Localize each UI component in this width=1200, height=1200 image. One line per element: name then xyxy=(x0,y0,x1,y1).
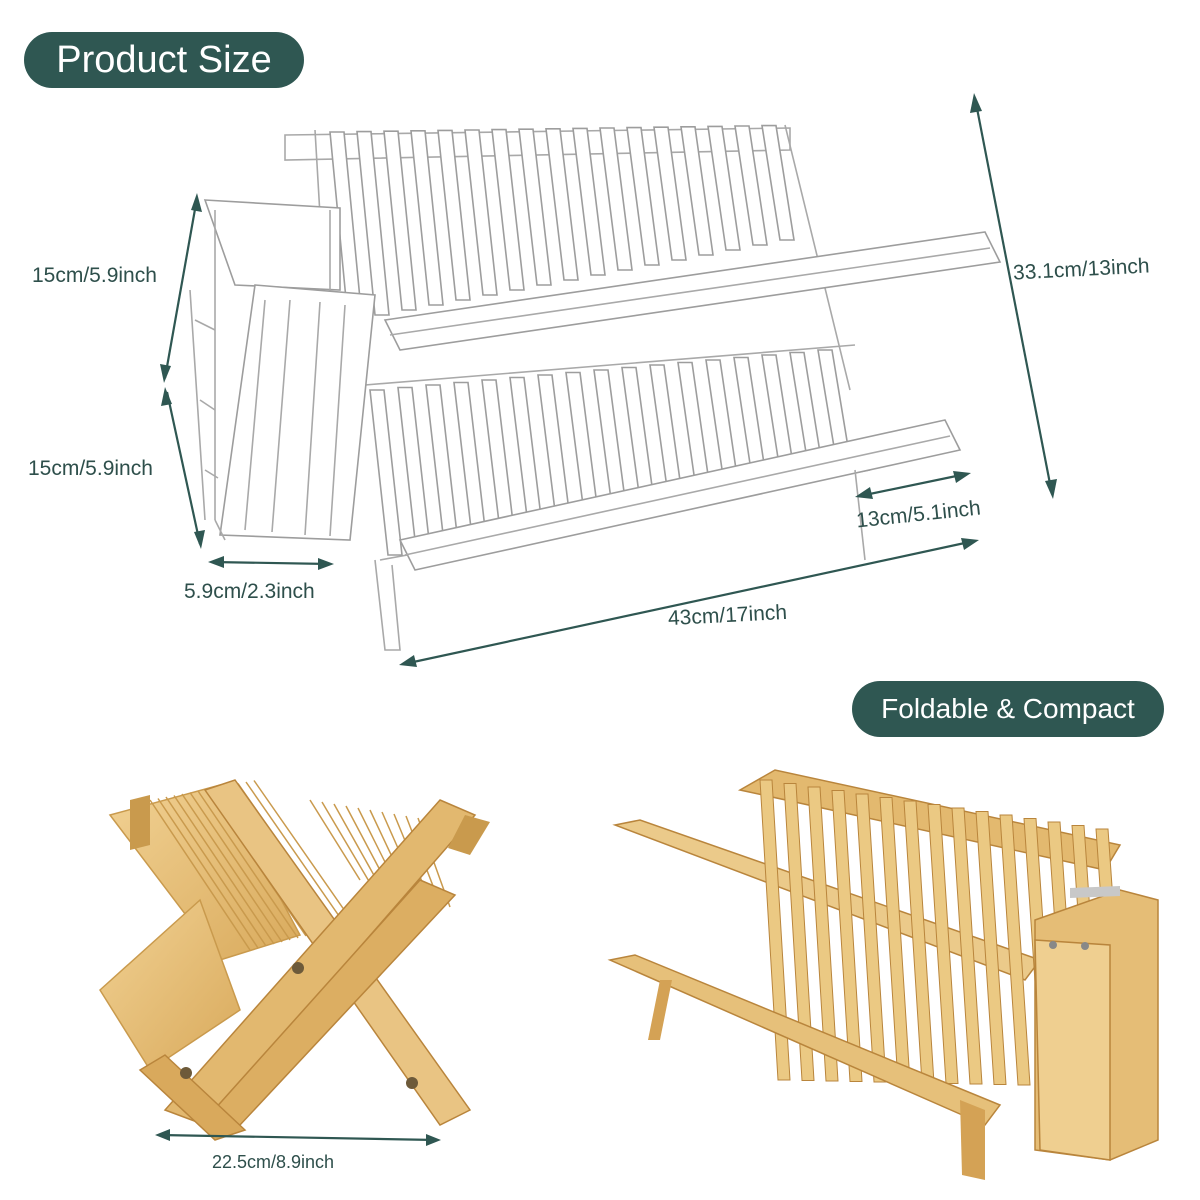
rack-slat xyxy=(189,792,291,941)
folded-rack-photo xyxy=(99,779,490,1146)
rack-slat xyxy=(951,807,983,1085)
screw-icon xyxy=(292,962,304,974)
rack-slat xyxy=(518,128,552,286)
rack-lower-slats xyxy=(364,344,871,561)
rack-slat xyxy=(309,799,361,881)
rack-slat xyxy=(545,128,579,281)
rack-slat xyxy=(759,779,791,1081)
rack-slat xyxy=(321,801,371,884)
open-rack-photo xyxy=(607,769,1159,1180)
rack-slat xyxy=(626,126,660,266)
rack-slat xyxy=(831,790,863,1082)
rack-back-frame xyxy=(284,124,851,471)
rack-slat xyxy=(783,783,815,1081)
utensil-holder-sketch xyxy=(189,199,376,541)
rack-slat xyxy=(707,125,741,251)
product-size-badge: Product Size xyxy=(24,32,304,88)
rack-slat xyxy=(437,129,471,301)
rack-slat xyxy=(879,797,911,1083)
screw-icon xyxy=(1049,941,1057,949)
foldable-compact-badge: Foldable & Compact xyxy=(852,681,1164,737)
arrow-icon xyxy=(970,93,1057,499)
rack-slat xyxy=(369,389,403,556)
rack-slat xyxy=(383,130,417,311)
screw-icon xyxy=(406,1077,418,1089)
holder-lower-height-label: 15cm/5.9inch xyxy=(28,457,153,480)
arrow-icon xyxy=(208,556,334,570)
product-size-label: Product Size xyxy=(56,38,272,81)
arrow-icon xyxy=(155,1129,441,1146)
arrow-icon xyxy=(161,387,205,549)
rack-slat xyxy=(356,130,390,316)
rack-legs xyxy=(374,469,866,651)
screw-icon xyxy=(180,1067,192,1079)
rack-slat xyxy=(464,129,498,296)
rack-slat xyxy=(410,130,444,306)
rack-lower-shelf xyxy=(398,419,962,571)
rack-slat xyxy=(197,790,299,939)
rack-slat xyxy=(245,781,347,927)
rack-slat xyxy=(149,799,251,951)
rack-slat xyxy=(761,124,795,241)
rack-slat xyxy=(975,811,1007,1085)
rack-slat xyxy=(157,798,259,949)
rack-upper-shelf xyxy=(383,231,1002,351)
rack-slat xyxy=(165,796,267,947)
rack-slat xyxy=(491,128,525,291)
rack-slat xyxy=(999,814,1031,1086)
rack-slat xyxy=(173,795,275,945)
rack-slat xyxy=(181,793,283,943)
rack-slat xyxy=(253,780,355,925)
holder-upper-height-label: 15cm/5.9inch xyxy=(32,264,157,287)
arrow-icon xyxy=(399,538,979,667)
rack-slat xyxy=(927,804,959,1084)
arrow-icon xyxy=(160,193,202,383)
folded-width-label: 22.5cm/8.9inch xyxy=(212,1152,335,1172)
rack-slat xyxy=(734,125,768,246)
holder-depth-label: 5.9cm/2.3inch xyxy=(184,580,315,603)
rack-slat xyxy=(599,127,633,271)
rack-sketch-illustration xyxy=(160,93,1057,667)
arrow-icon xyxy=(855,471,971,499)
rack-slat xyxy=(807,786,839,1082)
screw-icon xyxy=(1081,942,1089,950)
dimension-arrows xyxy=(160,93,1057,667)
rack-slat xyxy=(572,127,606,276)
rack-slat xyxy=(855,793,887,1083)
rack-slat xyxy=(653,126,687,261)
foldable-compact-label: Foldable & Compact xyxy=(881,693,1135,724)
rack-slat xyxy=(680,126,714,256)
rack-slat xyxy=(333,803,381,887)
